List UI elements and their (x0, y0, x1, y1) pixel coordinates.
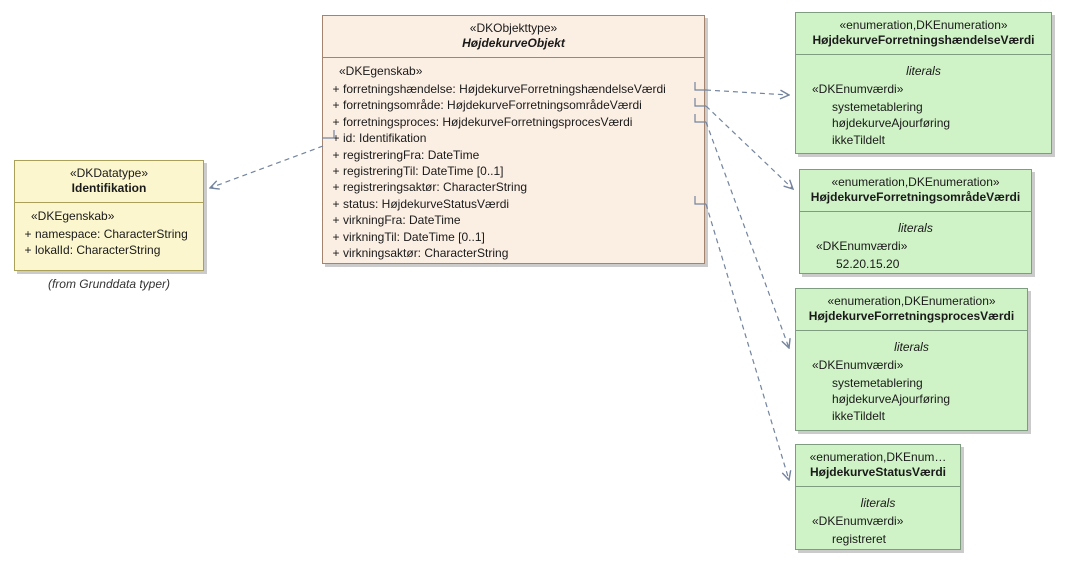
literals-label: literals (894, 340, 929, 354)
class-stereotype: «enumeration,DKEnum… (809, 450, 947, 464)
class-stereotype: «enumeration,DKEnumeration» (839, 18, 1008, 32)
class-header: «enumeration,DKEnumeration» HøjdekurveFo… (796, 289, 1027, 331)
section-label: «DKEgenskab» (31, 209, 115, 223)
enum-forretningshaendelse-vaerdi[interactable]: «enumeration,DKEnumeration» HøjdekurveFo… (795, 12, 1052, 154)
section-label: «DKEnumværdi» (812, 358, 904, 372)
literal-compartment: literals «DKEnumværdi» systemetablering … (796, 331, 1027, 429)
attribute-compartment: «DKEgenskab» +forretningshændelse: Højde… (323, 58, 704, 266)
visibility: + (332, 196, 340, 211)
literal-compartment: literals «DKEnumværdi» registreret (796, 487, 960, 552)
link-to-haendelse-enum (705, 89, 789, 95)
class-header: «DKDatatype» Identifikation (15, 161, 203, 203)
visibility: + (332, 131, 340, 146)
package-origin-note: (from Grunddata typer) (47, 277, 171, 291)
visibility: + (332, 180, 340, 195)
enum-literal: registreret (832, 532, 887, 546)
visibility: + (24, 243, 32, 258)
class-stereotype: «enumeration,DKEnumeration» (831, 175, 1000, 189)
attribute-compartment: «DKEgenskab» +namespace: CharacterString… (15, 203, 203, 264)
literal-compartment: literals «DKEnumværdi» systemetablering … (796, 55, 1051, 153)
attribute-text: registreringsaktør: CharacterString (343, 180, 528, 195)
class-stereotype: «DKDatatype» (69, 166, 149, 180)
attribute-text: forretningsproces: HøjdekurveForretnings… (343, 114, 633, 129)
attribute-text: virkningsaktør: CharacterString (343, 246, 509, 261)
link-to-omraade-enum (705, 105, 793, 189)
class-header: «enumeration,DKEnumeration» HøjdekurveFo… (800, 170, 1031, 212)
visibility: + (332, 114, 340, 129)
attribute-row: +registreringTil: DateTime [0..1] (329, 163, 698, 179)
visibility: + (332, 82, 340, 96)
link-to-status-enum (705, 203, 789, 480)
visibility: + (24, 227, 32, 241)
literals-label: literals (860, 496, 896, 510)
link-id-to-identifikation (210, 145, 324, 188)
enum-literal: systemetablering (832, 100, 923, 114)
visibility: + (332, 246, 340, 261)
section-label: «DKEnumværdi» (812, 82, 904, 96)
visibility: + (332, 147, 340, 162)
visibility: + (332, 164, 340, 179)
attribute-row: +id: Identifikation (329, 130, 698, 146)
attribute-row: +status: HøjdekurveStatusVærdi (329, 196, 698, 212)
class-name: Identifikation (71, 181, 147, 195)
attribute-row: +virkningsaktør: CharacterString (329, 245, 698, 261)
literal-compartment: literals «DKEnumværdi» 52.20.15.20 (800, 212, 1031, 277)
class-name: HøjdekurveForretningshændelseVærdi (812, 33, 1035, 47)
attribute-row: +registreringFra: DateTime (329, 147, 698, 163)
class-stereotype: «DKObjekttype» (469, 21, 558, 35)
enum-forretningsproces-vaerdi[interactable]: «enumeration,DKEnumeration» HøjdekurveFo… (795, 288, 1028, 431)
enum-literal: systemetablering (832, 376, 923, 390)
attribute-text: forretningsområde: HøjdekurveForretnings… (343, 98, 642, 113)
attribute-text: forretningshændelse: HøjdekurveForretnin… (343, 82, 666, 96)
visibility: + (332, 213, 340, 228)
attribute-row: +forretningsproces: HøjdekurveForretning… (329, 114, 698, 130)
section-label: «DKEnumværdi» (816, 239, 908, 253)
class-hoejdekurveobjekt[interactable]: «DKObjekttype» HøjdekurveObjekt «DKEgens… (322, 15, 705, 264)
class-name: HøjdekurveStatusVærdi (809, 465, 947, 479)
attribute-row: +registreringsaktør: CharacterString (329, 179, 698, 195)
attribute-row: +virkningFra: DateTime (329, 212, 698, 228)
literals-label: literals (906, 64, 941, 78)
attribute-row: +forretningshændelse: HøjdekurveForretni… (329, 81, 698, 97)
attribute-text: virkningTil: DateTime [0..1] (343, 229, 485, 244)
attribute-text: id: Identifikation (343, 131, 427, 146)
enum-literal: ikkeTildelt (832, 132, 885, 147)
enum-literal: 52.20.15.20 (836, 257, 900, 271)
literals-label: literals (898, 221, 933, 235)
attribute-text: registreringFra: DateTime (343, 147, 480, 162)
attribute-text: namespace: CharacterString (35, 227, 188, 241)
enum-literal: højdekurveAjourføring (832, 392, 951, 407)
attribute-text: status: HøjdekurveStatusVærdi (343, 196, 510, 211)
enum-literal: højdekurveAjourføring (832, 116, 951, 131)
attribute-text: registreringTil: DateTime [0..1] (343, 164, 504, 179)
enum-literal: ikkeTildelt (832, 408, 885, 423)
visibility: + (332, 98, 340, 113)
class-identifikation[interactable]: «DKDatatype» Identifikation «DKEgenskab»… (14, 160, 204, 271)
attribute-text: lokalId: CharacterString (35, 243, 161, 258)
attribute-row: +namespace: CharacterString (21, 226, 197, 242)
enum-forretningsomraade-vaerdi[interactable]: «enumeration,DKEnumeration» HøjdekurveFo… (799, 169, 1032, 274)
class-name: HøjdekurveForretningsprocesVærdi (808, 309, 1015, 323)
class-name: HøjdekurveForretningsområdeVærdi (810, 190, 1021, 204)
link-to-proces-enum (705, 121, 789, 348)
class-stereotype: «enumeration,DKEnumeration» (827, 294, 996, 308)
enum-status-vaerdi[interactable]: «enumeration,DKEnum… HøjdekurveStatusVær… (795, 444, 961, 550)
attribute-row: +lokalId: CharacterString (21, 242, 197, 258)
class-header: «enumeration,DKEnumeration» HøjdekurveFo… (796, 13, 1051, 55)
section-label: «DKEnumværdi» (812, 514, 904, 528)
class-header: «DKObjekttype» HøjdekurveObjekt (323, 16, 704, 58)
class-name: HøjdekurveObjekt (462, 36, 565, 50)
attribute-row: +forretningsområde: HøjdekurveForretning… (329, 97, 698, 113)
attribute-row: +virkningTil: DateTime [0..1] (329, 229, 698, 245)
attribute-text: virkningFra: DateTime (343, 213, 461, 228)
class-header: «enumeration,DKEnum… HøjdekurveStatusVær… (796, 445, 960, 487)
visibility: + (332, 229, 340, 244)
section-label: «DKEgenskab» (339, 64, 423, 78)
